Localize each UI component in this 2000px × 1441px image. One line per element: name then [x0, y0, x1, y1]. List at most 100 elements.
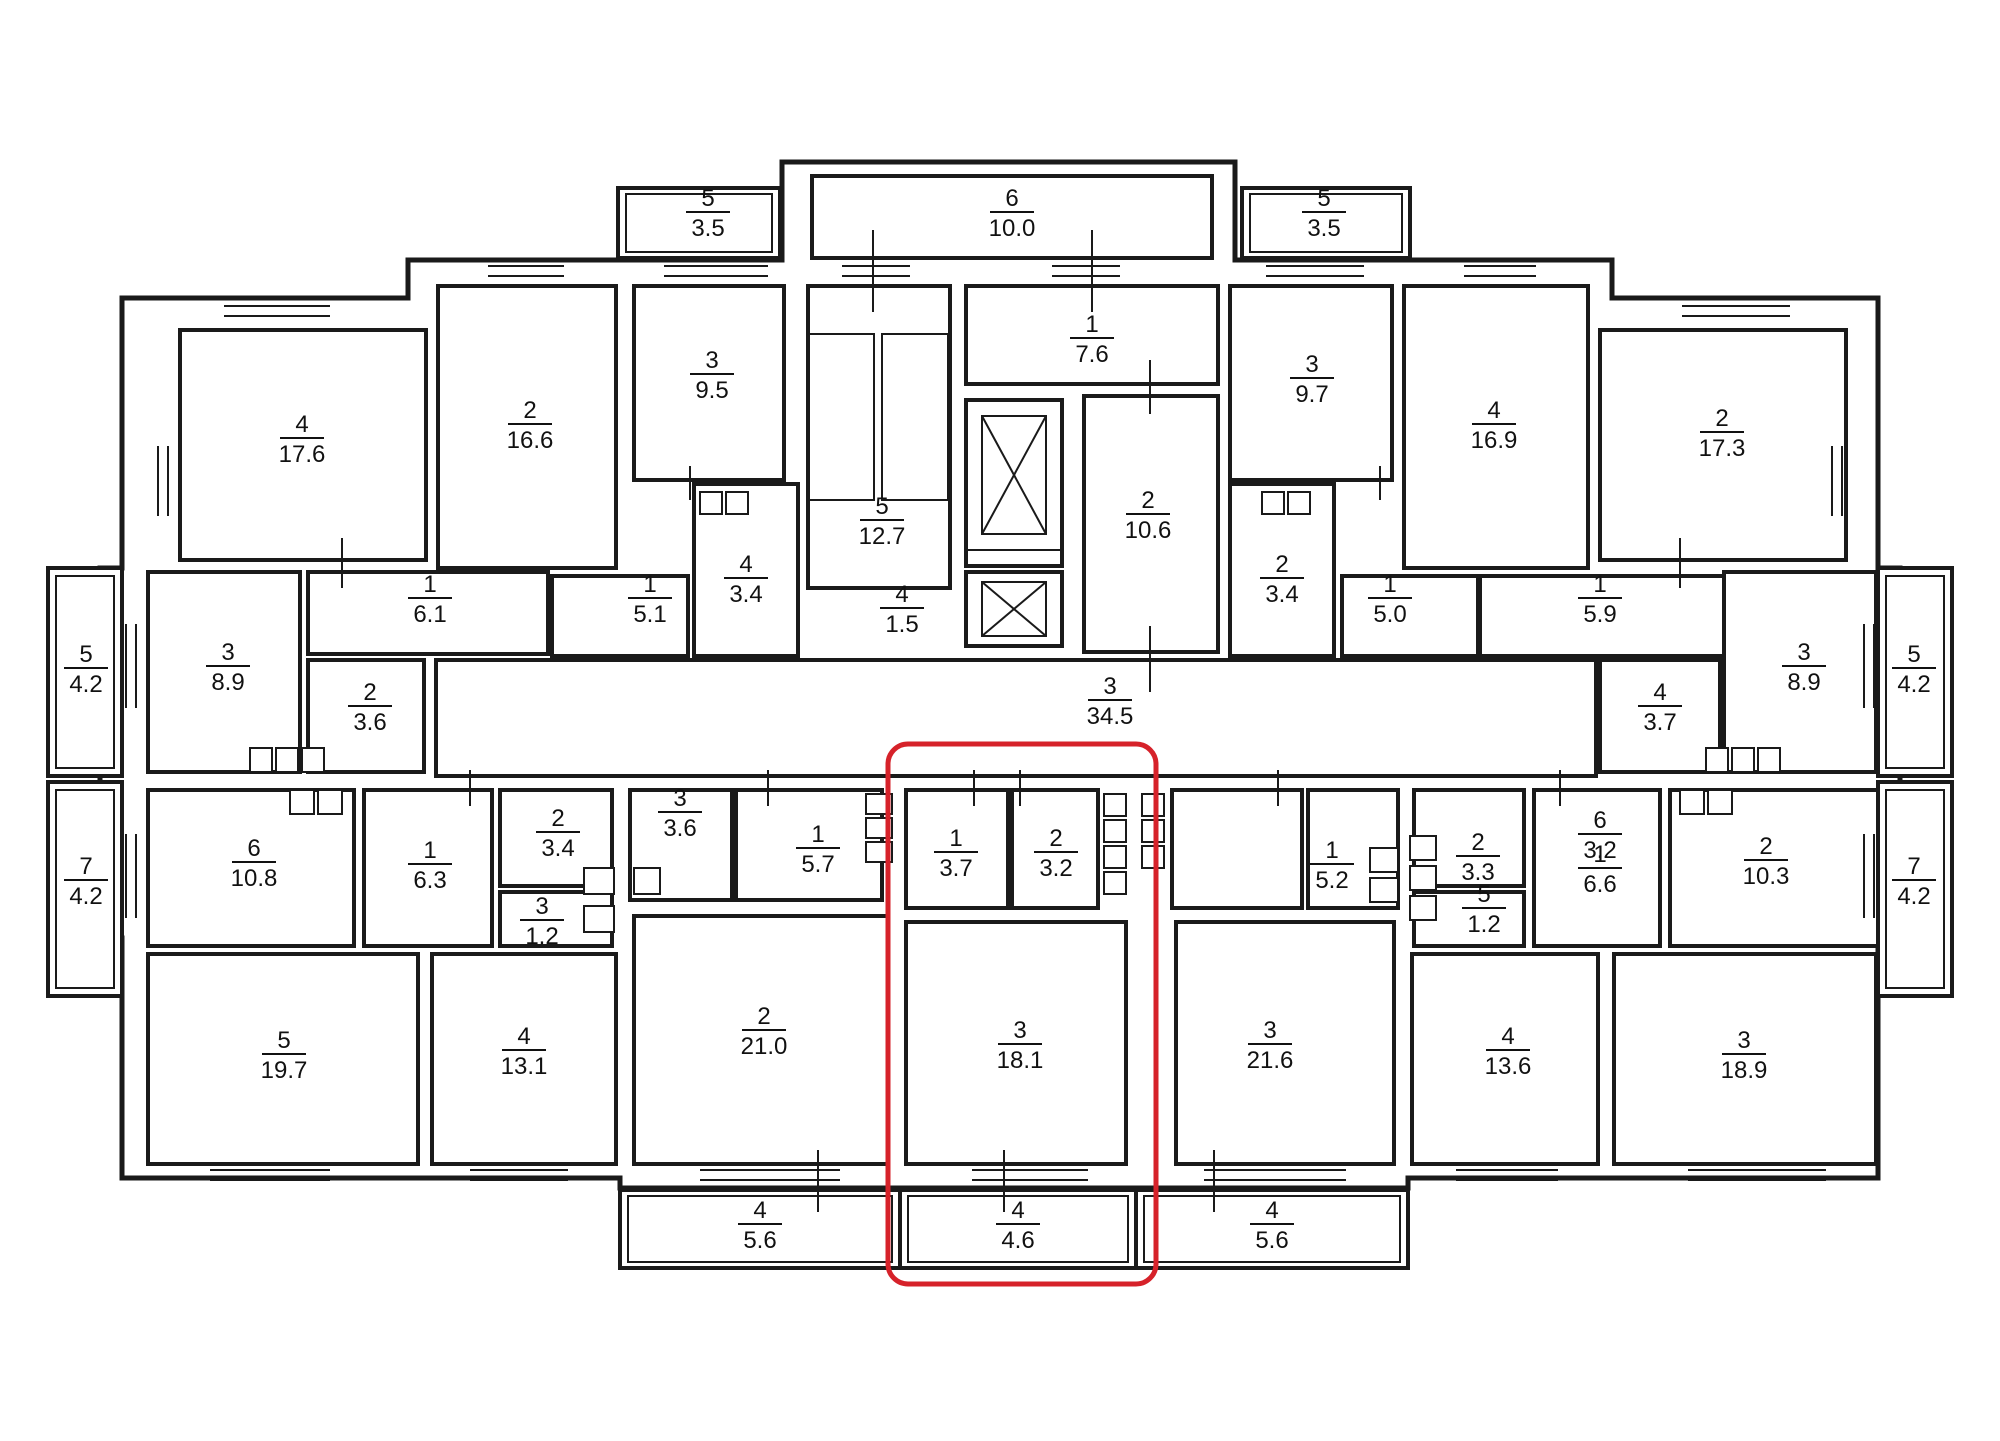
room-area: 3.4	[541, 835, 574, 862]
room-number: 1	[1593, 571, 1606, 598]
room-number: 1	[1085, 311, 1098, 338]
room-label: 38.9	[206, 639, 250, 696]
room-label: 15.1	[628, 571, 672, 628]
room-label: 519.7	[261, 1027, 308, 1084]
room-area: 4.2	[69, 671, 102, 698]
room-number: 7	[1907, 853, 1920, 880]
room-label: 321.6	[1247, 1017, 1294, 1074]
room-label: 53.5	[1302, 185, 1346, 242]
room-number: 3	[535, 893, 548, 920]
room-number: 1	[643, 571, 656, 598]
room-number: 2	[1715, 405, 1728, 432]
room-area: 3.6	[353, 709, 386, 736]
windows	[125, 265, 1875, 1181]
room-number: 5	[1317, 185, 1330, 212]
room-area: 3.2	[1583, 837, 1616, 864]
room-area: 5.9	[1583, 601, 1616, 628]
room-number: 2	[757, 1003, 770, 1030]
room-area: 8.9	[1787, 669, 1820, 696]
room-label: 334.5	[1087, 673, 1134, 730]
room-label: 23.2	[1034, 825, 1078, 882]
room-label: 44.6	[996, 1197, 1040, 1254]
room-label: 413.1	[501, 1023, 548, 1080]
room-label: 210.6	[1125, 487, 1172, 544]
room-number: 4	[753, 1197, 766, 1224]
room-area: 5.0	[1373, 601, 1406, 628]
room-area: 34.5	[1087, 703, 1134, 730]
room-label: 16.3	[408, 837, 452, 894]
room-number: 3	[221, 639, 234, 666]
room-label: 318.1	[997, 1017, 1044, 1074]
room-number: 4	[1265, 1197, 1278, 1224]
room-label: 416.9	[1471, 397, 1518, 454]
balcony-right-upper	[1876, 566, 1954, 778]
room-label: 51.2	[1462, 881, 1506, 938]
room-label: 15.9	[1578, 571, 1622, 628]
room-area: 21.0	[741, 1033, 788, 1060]
room-area: 5.6	[743, 1227, 776, 1254]
room-label: 63.2	[1578, 807, 1622, 864]
room-label: 17.6	[1070, 311, 1114, 368]
room-number: 2	[523, 397, 536, 424]
room-number: 4	[517, 1023, 530, 1050]
room-number: 3	[1263, 1017, 1276, 1044]
room-label: 33.6	[658, 785, 702, 842]
room-number: 1	[423, 837, 436, 864]
room-number: 3	[1797, 639, 1810, 666]
room-number: 3	[1103, 673, 1116, 700]
room-area: 3.5	[1307, 215, 1340, 242]
balconies	[46, 174, 1954, 1270]
room-area: 18.1	[997, 1047, 1044, 1074]
room-label: 39.5	[690, 347, 734, 404]
room-number: 7	[79, 853, 92, 880]
room-number: 3	[1013, 1017, 1026, 1044]
room-number: 1	[1593, 841, 1606, 868]
room-number: 1	[423, 571, 436, 598]
room-area: 4.6	[1001, 1227, 1034, 1254]
room-number: 1	[1383, 571, 1396, 598]
room-area: 5.2	[1315, 867, 1348, 894]
balcony-top-left	[616, 186, 782, 260]
room-label: 413.6	[1485, 1023, 1532, 1080]
room-area: 6.6	[1583, 871, 1616, 898]
room-number: 4	[1653, 679, 1666, 706]
room-area: 10.3	[1743, 863, 1790, 890]
room-number: 2	[1471, 829, 1484, 856]
staircase	[807, 333, 949, 501]
room-number: 4	[1487, 397, 1500, 424]
highlight-frame	[885, 741, 1159, 1287]
room-number: 2	[1049, 825, 1062, 852]
room-number: 3	[1305, 351, 1318, 378]
balcony-right-lower	[1876, 780, 1954, 998]
room-label: 38.9	[1782, 639, 1826, 696]
room-number: 5	[875, 493, 888, 520]
room-area: 3.6	[663, 815, 696, 842]
room-area: 5.7	[801, 851, 834, 878]
room-label: 16.6	[1578, 841, 1622, 898]
balcony-left-lower	[46, 780, 124, 998]
room-number: 4	[1011, 1197, 1024, 1224]
room-area: 12.7	[859, 523, 906, 550]
room-number: 6	[1593, 807, 1606, 834]
room-number: 1	[811, 821, 824, 848]
room-number: 1	[1325, 837, 1338, 864]
room-number: 2	[551, 805, 564, 832]
room-area: 7.6	[1075, 341, 1108, 368]
balcony-bottom-right	[1134, 1188, 1410, 1270]
room-area: 9.7	[1295, 381, 1328, 408]
balcony-left-upper	[46, 566, 124, 778]
room-area: 6.1	[413, 601, 446, 628]
room-label: 15.2	[1310, 837, 1354, 894]
room-area: 1.2	[525, 923, 558, 950]
room-number: 2	[1759, 833, 1772, 860]
room-number: 3	[705, 347, 718, 374]
room-label: 39.7	[1290, 351, 1334, 408]
room-label: 512.7	[859, 493, 906, 550]
room-area: 21.6	[1247, 1047, 1294, 1074]
room-number: 5	[277, 1027, 290, 1054]
balcony-bottom-center	[898, 1188, 1138, 1270]
room-number: 1	[949, 825, 962, 852]
room-area: 4.2	[1897, 671, 1930, 698]
room-area: 16.6	[507, 427, 554, 454]
